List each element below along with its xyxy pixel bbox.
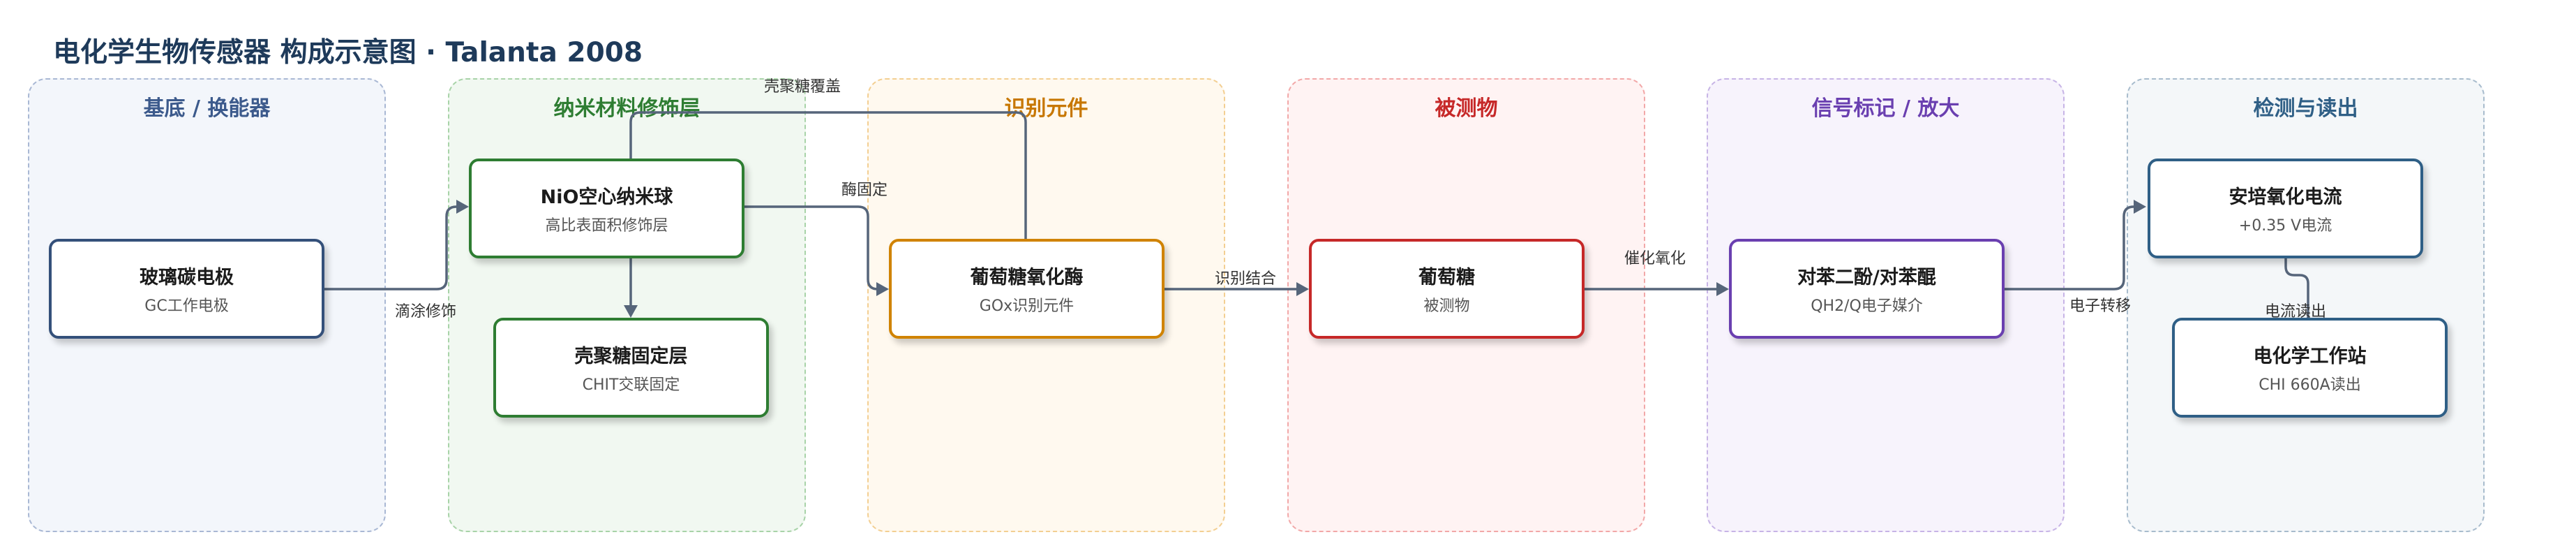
node-hq-title: 对苯二酚/对苯醌	[1797, 267, 1936, 288]
node-hq: 对苯二酚/对苯醌 QH2/Q电子媒介	[1729, 239, 2005, 339]
lane-title-recognition: 识别元件	[1004, 96, 1088, 121]
edge-nio-gox	[743, 205, 878, 291]
lane-readout: 检测与读出	[2127, 78, 2485, 532]
edge-label-chit-cover: 壳聚糖覆盖	[764, 78, 841, 96]
arrowhead-hq-amp	[2134, 200, 2146, 214]
node-amp-title: 安培氧化电流	[2229, 186, 2342, 208]
arrowhead-gce-nio	[456, 200, 469, 214]
edge-label-current-read: 电流读出	[2265, 303, 2327, 321]
edge-label-drop-coat: 滴涂修饰	[395, 303, 457, 321]
node-chit-sub: CHIT交联固定	[582, 376, 680, 394]
node-gox-sub: GOx识别元件	[979, 297, 1074, 315]
node-chit: 壳聚糖固定层 CHIT交联固定	[493, 318, 769, 418]
arrowhead-gox-chit	[624, 305, 638, 318]
node-nio: NiO空心纳米球 高比表面积修饰层	[469, 159, 744, 258]
node-chit-title: 壳聚糖固定层	[574, 346, 688, 367]
lane-title-analyte: 被测物	[1435, 96, 1498, 121]
edge-label-enzyme-fix: 酶固定	[841, 182, 888, 199]
node-gce: 玻璃碳电极 GC工作电极	[49, 239, 324, 339]
edge-gce-nio	[324, 205, 457, 291]
lane-title-nano: 纳米材料修饰层	[553, 96, 701, 121]
node-chi-sub: CHI 660A读出	[2259, 376, 2361, 394]
arrowhead-gox-glucose	[1296, 282, 1309, 296]
arrowhead-nio-gox	[876, 282, 889, 296]
node-hq-sub: QH2/Q电子媒介	[1811, 297, 1923, 315]
node-gce-title: 玻璃碳电极	[140, 267, 234, 288]
edge-label-electron: 电子转移	[2069, 297, 2132, 315]
edge-gox-chit	[629, 111, 1027, 305]
arrowhead-glucose-hq	[1716, 282, 1729, 296]
lane-title-substrate: 基底 / 换能器	[143, 96, 271, 121]
node-chi-title: 电化学工作站	[2253, 346, 2367, 367]
node-glucose-sub: 被测物	[1423, 297, 1470, 315]
node-gce-sub: GC工作电极	[144, 297, 229, 315]
lane-title-readout: 检测与读出	[2253, 96, 2358, 121]
node-nio-title: NiO空心纳米球	[540, 186, 673, 208]
node-amp: 安培氧化电流 +0.35 V电流	[2148, 159, 2423, 258]
node-nio-sub: 高比表面积修饰层	[545, 217, 668, 235]
node-gox-title: 葡萄糖氧化酶	[970, 267, 1084, 288]
node-glucose-title: 葡萄糖	[1418, 267, 1475, 288]
node-glucose: 葡萄糖 被测物	[1309, 239, 1585, 339]
edge-hq-amp	[2002, 205, 2134, 291]
edge-label-recognize: 识别结合	[1215, 270, 1277, 288]
lane-title-signal: 信号标记 / 放大	[1811, 96, 1960, 121]
node-amp-sub: +0.35 V电流	[2238, 217, 2332, 235]
node-gox: 葡萄糖氧化酶 GOx识别元件	[889, 239, 1165, 339]
diagram-title: 电化学生物传感器 构成示意图 · Talanta 2008	[53, 37, 643, 68]
edge-label-catalyze: 催化氧化	[1624, 250, 1686, 267]
edge-amp-chi	[2284, 258, 2309, 318]
node-chi: 电化学工作站 CHI 660A读出	[2172, 318, 2448, 418]
